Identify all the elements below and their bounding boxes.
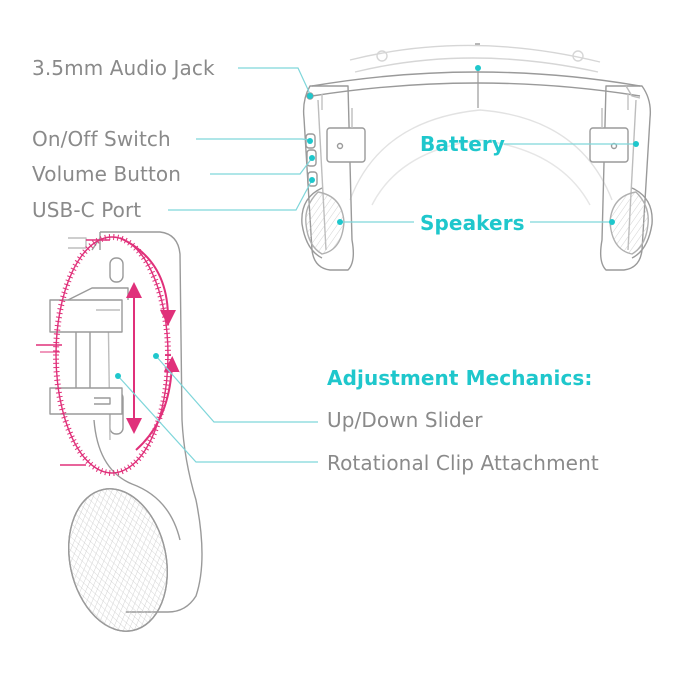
leader-audio-jack	[238, 67, 311, 95]
leader-rotational	[117, 375, 318, 463]
label-usb-c-port: USB-C Port	[32, 198, 142, 222]
label-volume-button: Volume Button	[32, 162, 182, 186]
label-on-off-switch: On/Off Switch	[32, 127, 171, 151]
leader-slider	[155, 355, 318, 423]
label-rotational-clip: Rotational Clip Attachment	[327, 451, 599, 475]
label-adjustment-title: Adjustment Mechanics:	[327, 366, 593, 390]
label-up-down-slider: Up/Down Slider	[327, 408, 483, 432]
leader-volume	[210, 157, 313, 175]
leader-on-off	[196, 138, 311, 141]
label-speakers: Speakers	[420, 211, 525, 235]
label-battery: Battery	[420, 132, 506, 156]
leader-dots	[115, 65, 639, 379]
label-audio-jack: 3.5mm Audio Jack	[32, 56, 215, 80]
leader-lines	[117, 67, 636, 463]
headphone-front-view	[301, 43, 653, 271]
leader-usbc	[168, 179, 313, 211]
rotation-indicator	[36, 234, 180, 476]
headphone-side-view	[49, 231, 203, 632]
